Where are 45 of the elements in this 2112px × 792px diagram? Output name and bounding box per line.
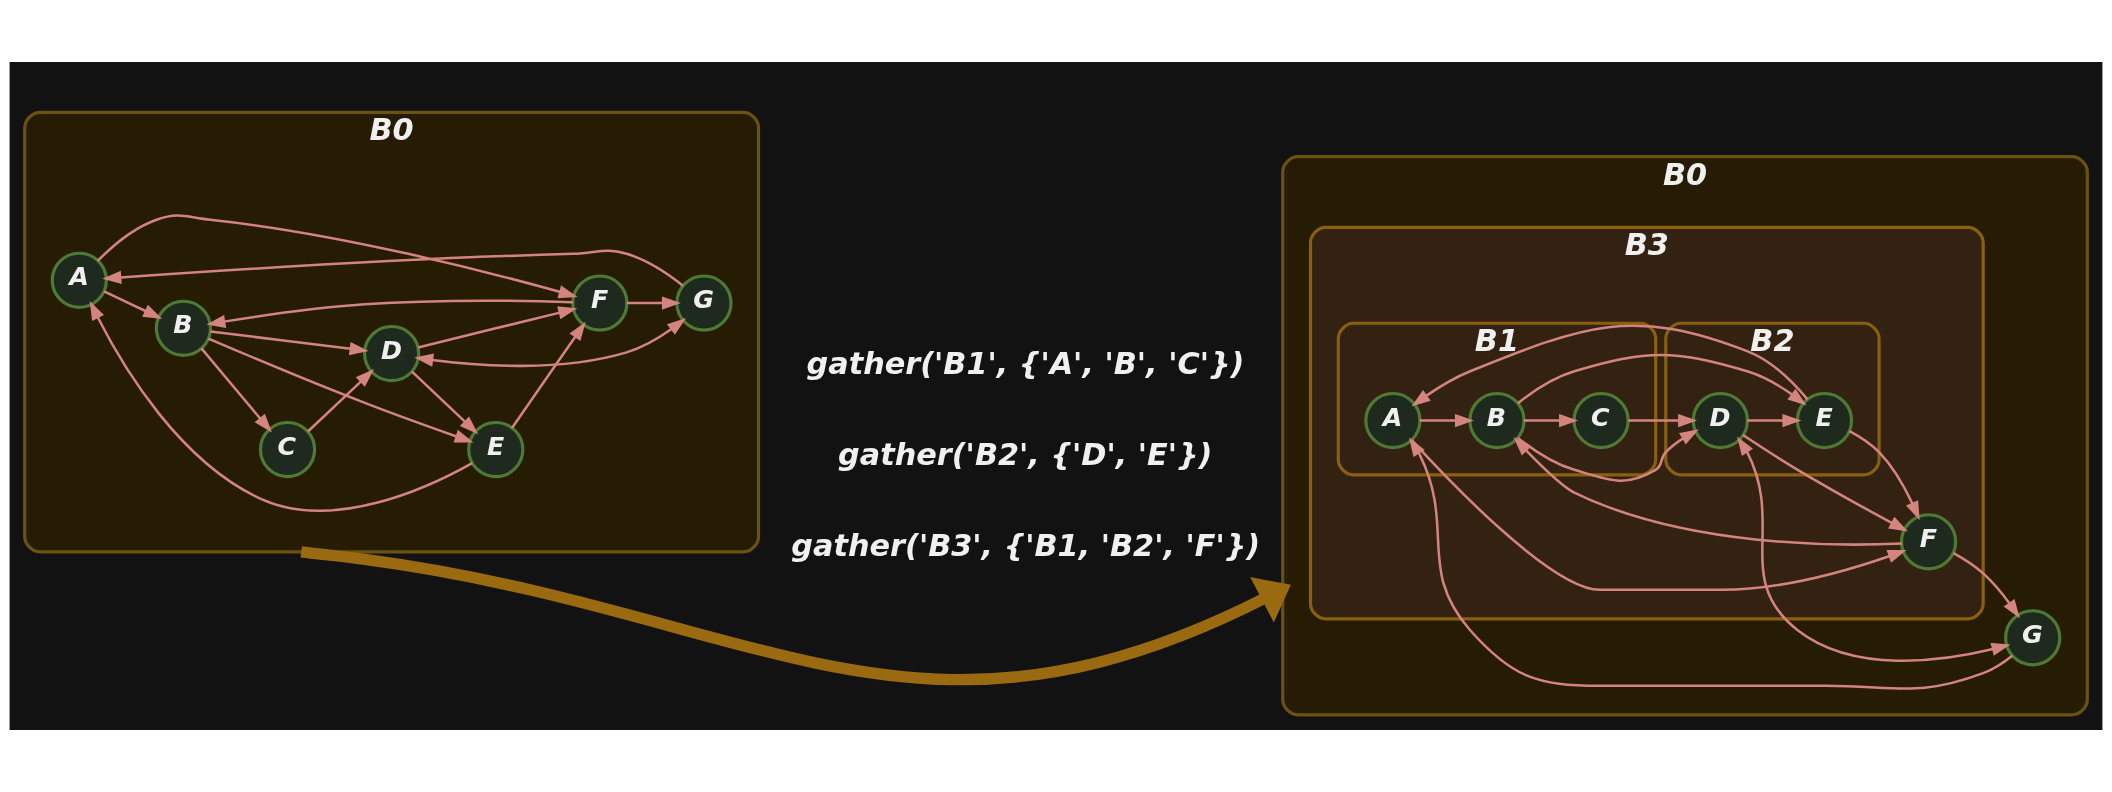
- arrow: [1628, 413, 1698, 428]
- node-circle: F: [571, 274, 629, 332]
- arrow: [417, 306, 578, 349]
- node-circle: D: [363, 324, 421, 383]
- node-circle: F: [1899, 513, 1958, 571]
- arrow: [200, 347, 272, 433]
- label: gather('B3', {'B1, 'B2', 'F'}): [791, 527, 1261, 563]
- node-circle: G: [2004, 609, 2062, 667]
- arrow: [206, 299, 573, 328]
- arrow: [96, 214, 578, 299]
- node-circle: C: [258, 420, 317, 479]
- label: gather('B1', {'A', 'B', 'C'}): [806, 346, 1245, 382]
- arrow: [1513, 437, 1902, 546]
- node-circle: A: [50, 251, 108, 309]
- arrow: [102, 249, 684, 287]
- node-circle: E: [1795, 391, 1854, 450]
- arrow: [1517, 429, 1699, 482]
- arrow: [1419, 413, 1474, 428]
- node-circle: C: [1572, 391, 1630, 450]
- arrow: [411, 370, 479, 435]
- arrow: [1523, 413, 1579, 428]
- arrow: [414, 318, 687, 368]
- node-circle: B: [1468, 391, 1526, 450]
- arrow: [1409, 437, 2013, 690]
- arrow: [626, 296, 681, 310]
- arrow: [1742, 433, 1908, 532]
- arrow: [1411, 324, 1809, 407]
- arrow: [510, 321, 586, 429]
- node-circle: E: [467, 420, 525, 479]
- arrow: [307, 368, 375, 433]
- arrow: [1737, 436, 2011, 662]
- arrow: [103, 290, 163, 319]
- arrow: [1410, 439, 1907, 592]
- arrow: [210, 330, 369, 356]
- node-circle: B: [154, 299, 213, 357]
- arrow: [300, 546, 1291, 686]
- label: gather('B2', {'D', 'E'}): [838, 437, 1213, 473]
- arrow: [1517, 353, 1807, 406]
- node-circle: G: [675, 274, 733, 332]
- node-circle: A: [1364, 391, 1422, 450]
- arrow: [1952, 552, 2020, 619]
- node-circle: D: [1691, 391, 1749, 450]
- arrow: [207, 337, 474, 443]
- arrow: [1747, 413, 1802, 428]
- arrow: [1848, 429, 1920, 521]
